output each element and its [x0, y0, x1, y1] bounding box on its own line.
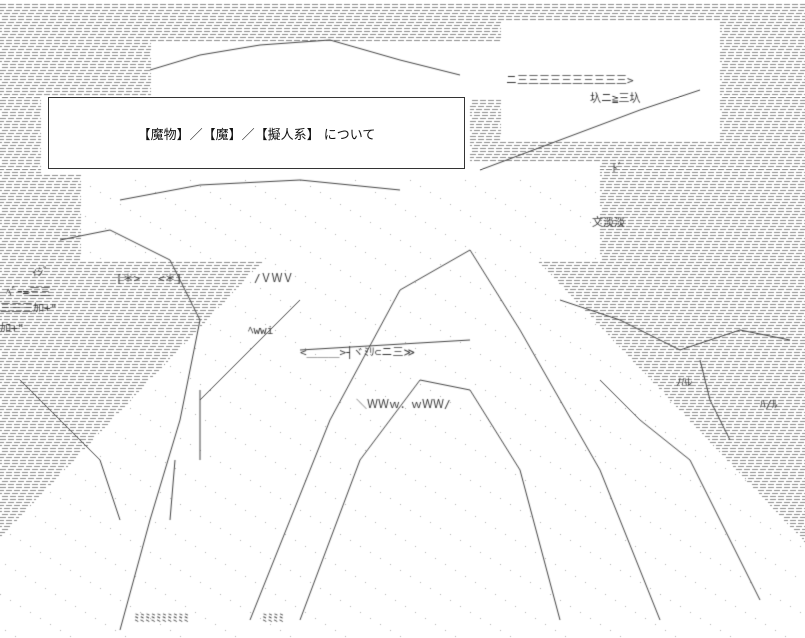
caption-box: 【魔物】／【魔】／【擬人系】 について — [48, 97, 465, 169]
caption-title: 【魔物】／【魔】／【擬人系】 について — [137, 127, 376, 143]
